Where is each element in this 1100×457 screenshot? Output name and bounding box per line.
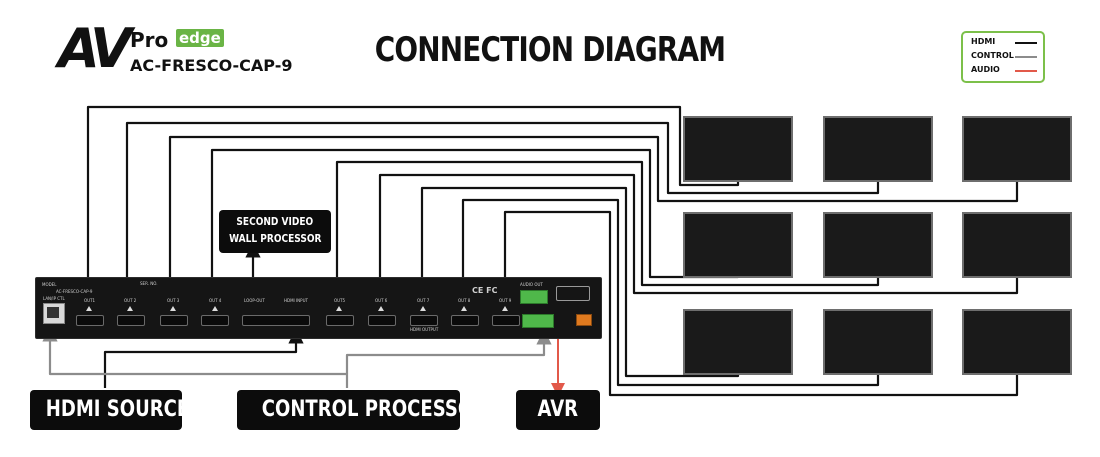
control-line-lan bbox=[42, 326, 349, 388]
lan-port bbox=[43, 303, 65, 324]
control-lines bbox=[42, 326, 552, 388]
hdmi-line-out9 bbox=[503, 210, 1019, 397]
out5-arrow bbox=[336, 306, 342, 311]
hdmi-line-out1 bbox=[86, 105, 740, 283]
out9-port bbox=[492, 315, 520, 326]
out4-arrow bbox=[212, 306, 218, 311]
out2-arrow bbox=[127, 306, 133, 311]
out3-arrow bbox=[170, 306, 176, 311]
matrix-device-panel: MODEL AC-FRESCO-CAP-9 SER. NO. LAN/IP CT… bbox=[35, 277, 602, 339]
control-processor-label: CONTROL PROCESSOR bbox=[237, 390, 487, 430]
out8-port bbox=[451, 315, 479, 326]
control-line-rs232 bbox=[345, 329, 552, 374]
device-model-label: MODEL bbox=[42, 282, 57, 287]
audio-out-label: AUDIO OUT bbox=[520, 282, 543, 287]
out8-label: OUT 8 bbox=[458, 298, 471, 303]
avr-label: AVR bbox=[516, 390, 600, 430]
hdmi-output-lines bbox=[86, 105, 1019, 397]
out6-port bbox=[368, 315, 396, 326]
hdmi-line-out6 bbox=[378, 173, 1019, 295]
rs232-terminal bbox=[522, 314, 554, 328]
model-number: AC-FRESCO-CAP-9 bbox=[130, 56, 293, 75]
display-3 bbox=[962, 116, 1072, 182]
hdmi-line-out2 bbox=[125, 121, 880, 283]
legend-label-audio: AUDIO bbox=[971, 65, 1000, 74]
out7-label: OUT 7 bbox=[417, 298, 430, 303]
out6-label: OUT 6 bbox=[375, 298, 388, 303]
out3-port bbox=[160, 315, 188, 326]
avproedge-logo: AV Pro edge AC-FRESCO-CAP-9 bbox=[58, 17, 292, 82]
audio-out-terminal bbox=[520, 290, 548, 304]
hdmi-source-label: HDMI SOURCE bbox=[30, 390, 189, 430]
loop-in-port-group bbox=[242, 315, 310, 326]
out5-port bbox=[326, 315, 354, 326]
display-1 bbox=[683, 116, 793, 182]
display-2 bbox=[823, 116, 933, 182]
display-9 bbox=[962, 309, 1072, 375]
hdmi-line-out5 bbox=[335, 160, 880, 287]
out1-label: OUT1 bbox=[84, 298, 96, 303]
logo-av-mark: AV bbox=[58, 17, 132, 80]
svp-line-2: WALL PROCESSOR bbox=[229, 232, 322, 245]
hdmi-source-text: HDMI SOURCE bbox=[45, 397, 190, 422]
legend-label-control: CONTROL bbox=[971, 51, 1014, 60]
display-7 bbox=[683, 309, 793, 375]
legend-swatch-hdmi bbox=[1015, 42, 1037, 44]
legend: HDMI CONTROL AUDIO bbox=[961, 31, 1045, 83]
loop-out-label: LOOP-OUT bbox=[244, 298, 265, 303]
svp-line-1: SECOND VIDEO bbox=[236, 215, 314, 228]
out9-label: OUT 9 bbox=[499, 298, 512, 303]
hdmi-line-out3 bbox=[168, 135, 1019, 283]
out8-arrow bbox=[461, 306, 467, 311]
page-title: CONNECTION DIAGRAM bbox=[374, 30, 726, 70]
device-model-value: AC-FRESCO-CAP-9 bbox=[56, 289, 93, 294]
out7-arrow bbox=[420, 306, 426, 311]
control-processor-text: CONTROL PROCESSOR bbox=[261, 397, 488, 422]
legend-label-hdmi: HDMI bbox=[971, 37, 996, 46]
logo-edge-badge: edge bbox=[176, 29, 224, 47]
display-4 bbox=[683, 212, 793, 278]
hdmi-line-out8 bbox=[461, 198, 880, 387]
out6-arrow bbox=[378, 306, 384, 311]
certification-marks: CE FC bbox=[472, 286, 498, 295]
lan-port-label: LAN/IP CTL bbox=[43, 296, 65, 301]
out4-port bbox=[201, 315, 229, 326]
out4-label: OUT 4 bbox=[209, 298, 222, 303]
second-video-wall-processor-label: SECOND VIDEO WALL PROCESSOR bbox=[219, 210, 331, 253]
out3-label: OUT 3 bbox=[167, 298, 180, 303]
out1-arrow bbox=[86, 306, 92, 311]
out9-arrow bbox=[502, 306, 508, 311]
display-5 bbox=[823, 212, 933, 278]
out7-port bbox=[410, 315, 438, 326]
hdmi-output-label: HDMI OUTPUT bbox=[410, 327, 439, 332]
avr-text: AVR bbox=[537, 397, 579, 422]
display-8 bbox=[823, 309, 933, 375]
legend-swatch-audio bbox=[1015, 70, 1037, 72]
display-6 bbox=[962, 212, 1072, 278]
out1-port bbox=[76, 315, 104, 326]
out5-label: OUT5 bbox=[334, 298, 346, 303]
ir-terminal bbox=[576, 314, 592, 326]
power-port bbox=[556, 286, 590, 301]
hdmi-line-source bbox=[103, 328, 304, 388]
out2-label: OUT 2 bbox=[124, 298, 137, 303]
out2-port bbox=[117, 315, 145, 326]
device-serial-label: SER. NO. bbox=[140, 281, 158, 286]
logo-pro-text: Pro bbox=[130, 28, 169, 52]
hdmi-input-label: HDMI INPUT bbox=[284, 298, 308, 303]
legend-swatch-control bbox=[1015, 56, 1037, 58]
